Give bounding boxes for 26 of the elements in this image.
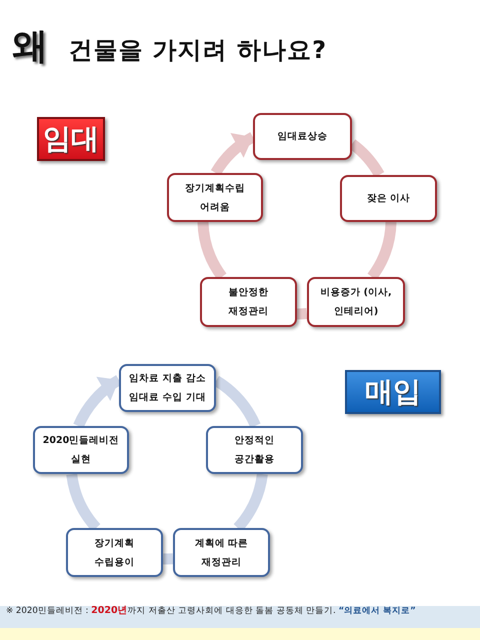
step-box <box>206 426 303 474</box>
badge-label: 임대 <box>43 121 99 157</box>
step-label: 임차료 지출 감소 임대료 수입 기대 <box>128 372 207 405</box>
page-title: 왜 건물을 가지려 하나요? <box>12 25 327 69</box>
step-box <box>200 277 297 327</box>
title-badge <box>37 117 105 161</box>
step-box <box>33 426 129 474</box>
step-box <box>167 173 263 222</box>
step-box <box>66 528 163 577</box>
title-badge <box>345 370 441 414</box>
badge-label: 매입 <box>365 374 421 410</box>
step-label: 비용증가 (이사, 인테리어) <box>319 286 393 319</box>
step-label: 임대료상승 <box>278 130 328 144</box>
footnote: ※ 2020민들레비전 : 2020년까지 저출산 고령사회에 대응한 돌봄 공동체 만들기. “의료에서 복지로” <box>6 605 417 617</box>
step-box <box>340 175 437 222</box>
step-label: 장기계획수립 어려움 <box>184 182 246 214</box>
step-label: 계획에 따른 재정관리 <box>194 536 250 570</box>
step-box <box>253 113 352 160</box>
step-label: 불안정한 재정관리 <box>228 286 270 319</box>
step-label: 장기계획 수립용이 <box>94 536 136 570</box>
step-label: 2020민들레비전 실현 <box>42 434 120 467</box>
step-box <box>307 277 405 327</box>
step-box <box>119 364 216 412</box>
step-label: 안정적인 공간활용 <box>234 434 276 467</box>
step-box <box>173 528 270 577</box>
step-label: 잦은 이사 <box>366 192 410 206</box>
